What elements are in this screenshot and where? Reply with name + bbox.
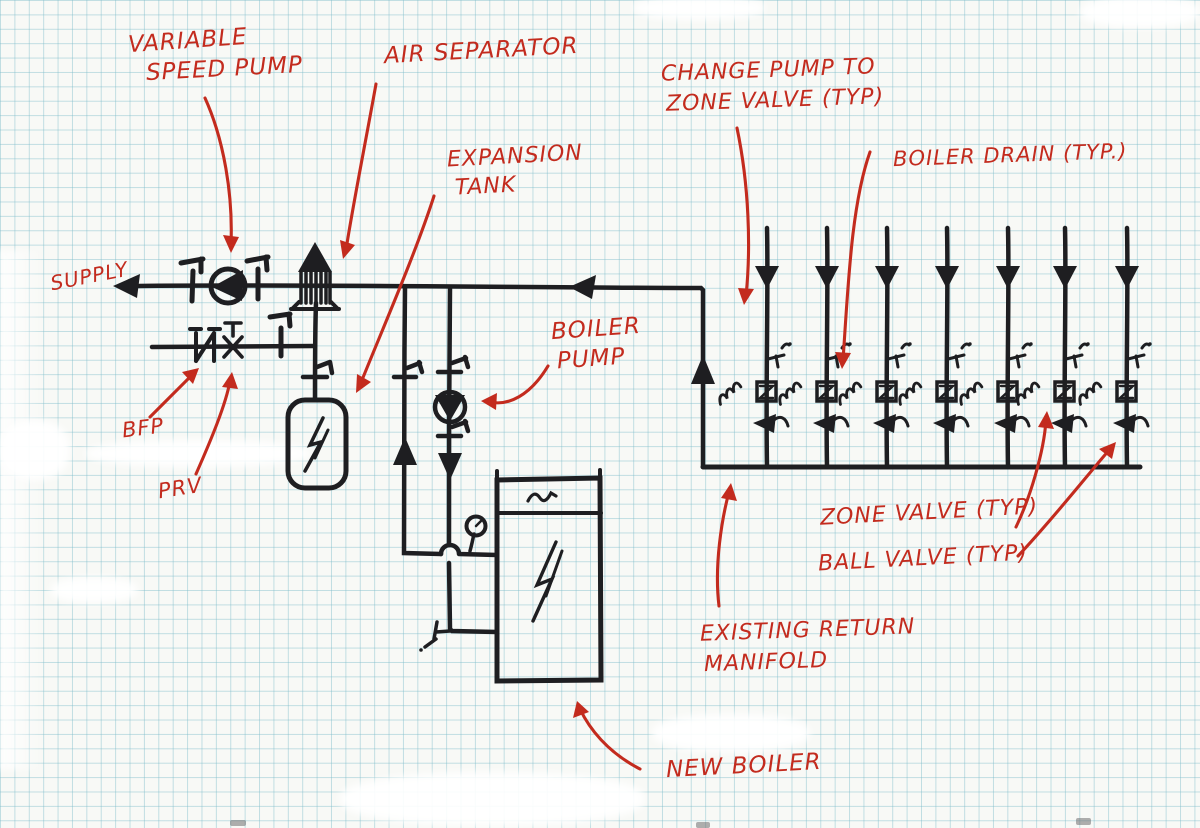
leader-zone-valve	[1014, 411, 1054, 529]
pump-inlet-valve	[435, 354, 471, 375]
zone-branch	[716, 228, 791, 467]
paper-smudge	[633, 0, 765, 20]
ball-valve-symbol	[244, 254, 271, 302]
boiler-supply-pipe	[401, 285, 444, 557]
boiler-pump-flow-arrow	[438, 453, 462, 480]
scan-mark	[696, 822, 710, 828]
zone-branch	[1076, 228, 1151, 467]
scan-mark	[230, 820, 246, 826]
zone-branch	[896, 228, 971, 467]
leader-new-boiler	[573, 701, 642, 771]
leader-prv	[194, 372, 238, 476]
label-boiler-pump-1: BOILER	[550, 312, 642, 346]
expansion-tank-symbol	[285, 397, 349, 491]
supply-flow-arrow	[113, 274, 140, 298]
paper-smudge	[340, 772, 645, 826]
leader-change-pump	[735, 126, 754, 305]
paper-smudge	[0, 420, 70, 480]
zone-branch	[957, 228, 1032, 467]
paper-smudge	[1080, 0, 1200, 28]
label-expansion-tank-2: TANK	[454, 172, 517, 201]
leader-boiler-pump	[481, 364, 550, 410]
supply-header-pipe	[135, 283, 706, 470]
pump-outlet-valve	[435, 418, 471, 439]
variable-speed-pump-symbol	[208, 266, 248, 306]
return-riser-flow-arrow	[691, 355, 715, 384]
leader-boiler-drain	[835, 150, 872, 369]
zone-branch	[776, 228, 851, 467]
label-existing-return-2: MANIFOLD	[703, 647, 829, 678]
new-boiler-outline	[494, 468, 604, 684]
header-flow-arrow	[569, 275, 596, 299]
leader-bfp	[148, 368, 199, 419]
makeup-ball-valve	[267, 311, 293, 359]
pressure-gauge	[464, 514, 488, 553]
leader-expansion-tank	[356, 194, 436, 393]
leader-ball-valve	[1016, 442, 1116, 558]
boiler-supply-valve	[391, 359, 425, 380]
paper-smudge	[85, 440, 310, 467]
scan-mark	[1076, 818, 1091, 825]
prv-symbol	[222, 321, 244, 359]
paper-smudge	[652, 714, 810, 752]
boiler-pump-symbol	[432, 389, 468, 425]
label-bfp: BFP	[120, 413, 166, 443]
tank-isolation-valve	[300, 359, 335, 380]
paper-fade-left	[0, 250, 46, 770]
paper-smudge	[50, 577, 138, 603]
leader-variable-speed-pump	[203, 96, 239, 253]
boiler-drain-stub	[419, 620, 452, 652]
label-boiler-pump-2: PUMP	[556, 343, 627, 375]
zone-branch	[836, 228, 911, 467]
expansion-tank-pipe	[312, 300, 319, 403]
ball-valve-symbol	[178, 256, 206, 304]
boiler-supply-flow-arrow	[393, 437, 417, 465]
air-separator-symbol	[289, 242, 341, 311]
zone-branch	[1014, 228, 1089, 467]
leader-existing-return	[715, 483, 737, 608]
leader-air-separator	[340, 82, 378, 259]
bfp-symbol	[188, 327, 222, 363]
